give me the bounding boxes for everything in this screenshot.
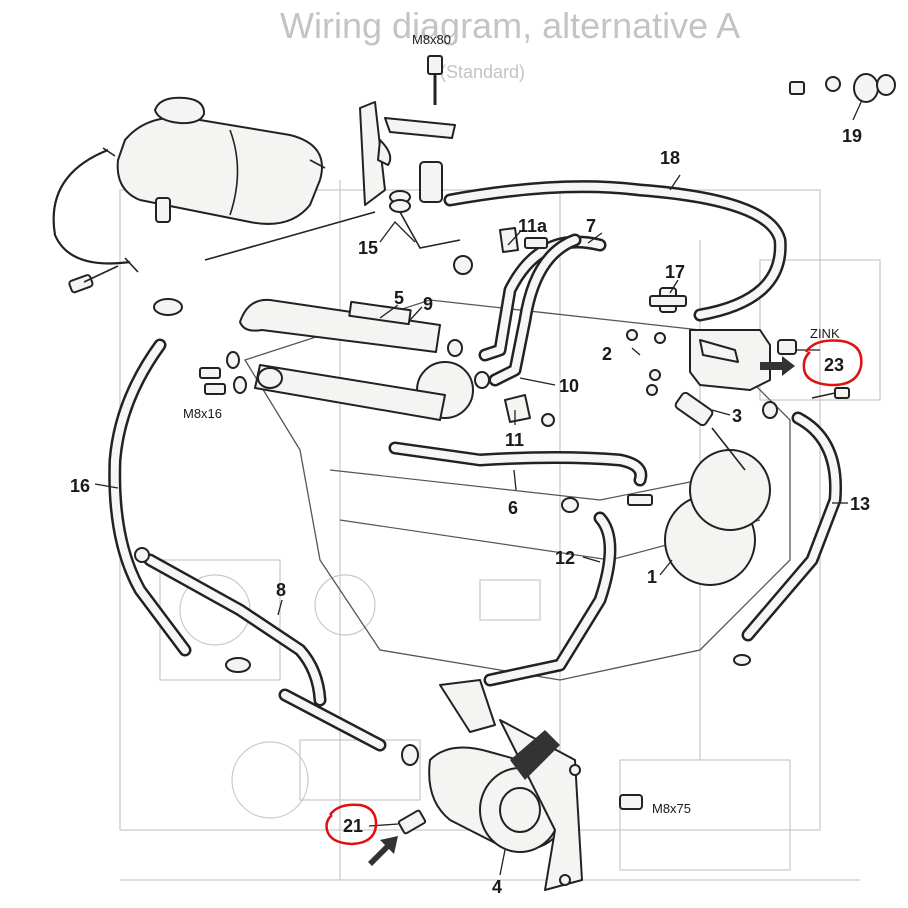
bolt-spec-top: M8x80 bbox=[412, 32, 451, 47]
zink-anode bbox=[760, 339, 850, 399]
coolant-hoses bbox=[108, 180, 843, 687]
parts-group-19 bbox=[789, 73, 896, 103]
highlight-circle-21 bbox=[325, 803, 378, 846]
expansion-tank bbox=[116, 96, 326, 225]
callout-18: 18 bbox=[660, 148, 680, 168]
water-pump bbox=[428, 679, 643, 891]
pipe-8 bbox=[143, 553, 387, 752]
callout-17: 17 bbox=[665, 262, 685, 282]
callout-11: 11 bbox=[505, 430, 524, 450]
spec-labels: M8x80 M8x16 M8x75 ZINK bbox=[183, 32, 840, 816]
drain-plug bbox=[368, 809, 427, 866]
callout-13: 13 bbox=[850, 494, 870, 514]
callout-1: 1 bbox=[647, 567, 657, 587]
callout-5: 5 bbox=[394, 288, 404, 308]
background-subheader: (Standard) bbox=[440, 62, 525, 82]
callout-15: 15 bbox=[358, 238, 378, 258]
callout-8: 8 bbox=[276, 580, 286, 600]
engine-block bbox=[244, 299, 791, 681]
callout-10: 10 bbox=[559, 376, 579, 396]
background-header: Wiring diagram, alternative A bbox=[280, 5, 740, 46]
arrow-icon bbox=[368, 836, 398, 866]
callout-6: 6 bbox=[508, 498, 518, 518]
thermostat-housing bbox=[674, 329, 771, 471]
bolt-spec-left: M8x16 bbox=[183, 406, 222, 421]
callout-23: 23 bbox=[824, 355, 844, 375]
callout-12: 12 bbox=[555, 548, 575, 568]
callout-4: 4 bbox=[492, 877, 502, 897]
zink-label: ZINK bbox=[810, 326, 840, 341]
callout-labels: 1 2 3 4 5 6 7 8 9 10 11 11a 12 13 15 16 … bbox=[70, 126, 870, 897]
highlight-marks bbox=[325, 339, 863, 846]
bolt-spec-pump: M8x75 bbox=[652, 801, 691, 816]
callout-16: 16 bbox=[70, 476, 90, 496]
callout-3: 3 bbox=[732, 406, 742, 426]
callout-2: 2 bbox=[602, 344, 612, 364]
callout-19: 19 bbox=[842, 126, 862, 146]
callout-7: 7 bbox=[586, 216, 596, 236]
callout-9: 9 bbox=[423, 294, 433, 314]
bracket-assembly bbox=[204, 55, 461, 261]
highlight-circle-23 bbox=[802, 339, 863, 387]
callout-21: 21 bbox=[343, 816, 363, 836]
tank-strap bbox=[52, 147, 139, 294]
sender-17 bbox=[649, 287, 687, 313]
fittings bbox=[134, 227, 778, 766]
callout-11a: 11a bbox=[518, 216, 548, 236]
pipe-9 bbox=[239, 298, 446, 421]
arrow-icon bbox=[760, 356, 795, 376]
leader-lines bbox=[94, 99, 863, 876]
